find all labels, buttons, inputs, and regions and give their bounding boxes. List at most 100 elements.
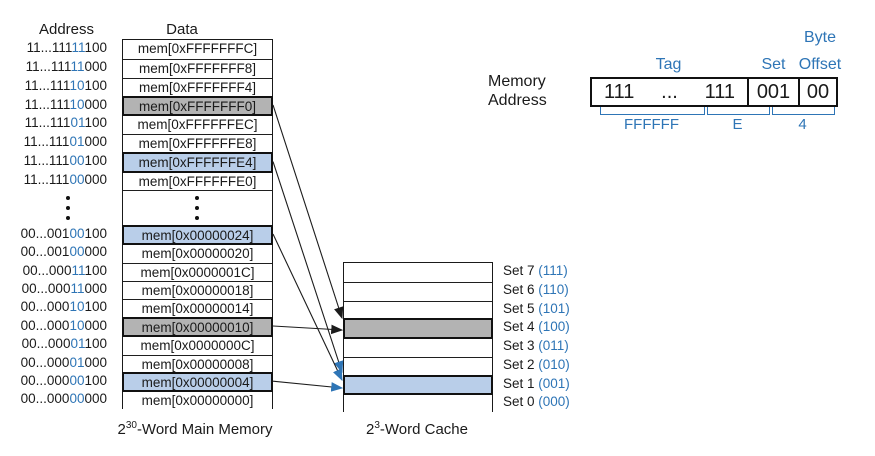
memory-row: mem[0x00000008] xyxy=(123,354,272,373)
memory-address-label-row: 11...11111000 xyxy=(8,58,107,77)
address-tag-bits: 00...001 xyxy=(20,244,70,260)
caption-tail: -Word Main Memory xyxy=(136,421,273,438)
cache-set-label: Set 0 (000) xyxy=(503,393,570,412)
address-offset-bits: 100 xyxy=(84,40,107,55)
tag-bits-left: 111 xyxy=(604,80,635,103)
offset-field: 00 xyxy=(798,79,836,105)
address-tag-bits: 00...000 xyxy=(21,336,71,352)
set-name: Set 6 xyxy=(503,281,539,297)
address-set-bits: 10 xyxy=(69,96,85,112)
memory-address-label-row: 11...11110100 xyxy=(8,77,107,96)
memory-row: mem[0x00000000] xyxy=(123,391,272,410)
address-tag-bits: 11...111 xyxy=(25,58,71,74)
address-set-bits: 11 xyxy=(70,58,85,74)
cache-set-label: Set 5 (101) xyxy=(503,300,570,319)
set-index-bits: (010) xyxy=(538,356,570,372)
vertical-ellipsis-dot xyxy=(195,206,199,210)
memory-address-label-line2: Address xyxy=(488,92,547,109)
memory-row: mem[0x00000018] xyxy=(123,281,272,300)
memory-row: mem[0xFFFFFFF8] xyxy=(123,58,272,78)
vertical-ellipsis-dot xyxy=(195,196,199,200)
tag-bits-right: 111 xyxy=(704,80,735,103)
address-tag-bits: 11...111 xyxy=(24,115,71,131)
address-offset-bits: 000 xyxy=(84,317,107,333)
address-tag-bits: 00...000 xyxy=(20,354,70,370)
address-set-bits: 01 xyxy=(69,354,85,370)
address-tag-bits: 00...000 xyxy=(21,281,71,296)
address-offset-bits: 000 xyxy=(84,58,107,74)
set-name: Set 1 xyxy=(503,375,539,391)
address-set-bits: 00 xyxy=(69,373,85,388)
address-tag-bits: 00...000 xyxy=(20,373,70,388)
memory-address-label-row: 00...00000100 xyxy=(8,372,107,390)
address-tag-bits: 11...111 xyxy=(24,96,70,112)
address-offset-bits: 100 xyxy=(84,225,107,241)
vertical-ellipsis-dot xyxy=(66,206,70,210)
address-tag-bits: 11...111 xyxy=(23,134,70,150)
cache-row xyxy=(344,394,492,413)
address-offset-bits: 100 xyxy=(84,115,107,131)
memory-row: mem[0x0000001C] xyxy=(123,262,272,281)
cache-caption: 23-Word Cache xyxy=(342,420,492,438)
address-column-header: Address xyxy=(38,21,95,38)
memory-address-label: Memory Address xyxy=(488,72,547,110)
address-tag-bits: 11...111 xyxy=(26,40,72,55)
caption-exponent: 3 xyxy=(374,420,380,431)
cache-row xyxy=(344,338,492,357)
address-set-bits: 00 xyxy=(69,153,85,169)
address-offset-bits: 000 xyxy=(84,391,107,407)
address-set-bits: 01 xyxy=(70,336,85,352)
mapping-arrow-blue xyxy=(272,380,344,392)
memory-row: mem[0xFFFFFFFC] xyxy=(123,40,272,59)
address-offset-bits: 000 xyxy=(84,354,107,370)
memory-row: mem[0x00000010] xyxy=(122,316,273,338)
offset-field-label: Offset xyxy=(798,56,842,73)
memory-address-label-row: 00...00100000 xyxy=(8,243,107,261)
memory-address-label-row: 00...00100100 xyxy=(8,225,107,243)
address-tag-bits: 00...000 xyxy=(20,317,70,333)
memory-address-label-row: 00...00001100 xyxy=(8,335,107,353)
data-column-header: Data xyxy=(166,21,198,38)
address-set-bits: 11 xyxy=(71,40,85,55)
memory-address-label-row: 00...00010100 xyxy=(8,298,107,316)
memory-address-label-row: 00...00001000 xyxy=(8,354,107,372)
mapping-arrow-blue xyxy=(272,161,344,374)
set-index-bits: (011) xyxy=(538,338,569,353)
cache-row xyxy=(344,281,492,301)
address-offset-bits: 000 xyxy=(84,244,107,260)
memory-address-label-row: 11...11110000 xyxy=(8,96,107,115)
memory-row: mem[0xFFFFFFF0] xyxy=(122,95,273,117)
memory-row: mem[0x0000000C] xyxy=(123,336,272,355)
cache-row xyxy=(343,318,493,339)
address-offset-bits: 100 xyxy=(84,262,107,278)
memory-row: mem[0xFFFFFFEC] xyxy=(123,115,272,135)
mapping-arrow-black xyxy=(272,104,344,320)
cache-set-label: Set 7 (111) xyxy=(503,262,568,281)
cache-set-label: Set 6 (110) xyxy=(503,281,569,300)
cache-set-label: Set 4 (100) xyxy=(503,318,570,337)
cache-set-label: Set 1 (001) xyxy=(503,375,570,394)
address-offset-bits: 000 xyxy=(84,281,107,296)
cache-set-label: Set 3 (011) xyxy=(503,337,569,356)
set-name: Set 3 xyxy=(503,338,539,353)
cache-row xyxy=(344,263,492,282)
vertical-ellipsis-dot xyxy=(195,216,199,220)
address-offset-bits: 000 xyxy=(84,134,107,150)
set-name: Set 2 xyxy=(503,356,539,372)
address-tag-bits: 11...111 xyxy=(23,153,70,169)
set-field-label: Set xyxy=(761,56,786,73)
address-set-bits: 10 xyxy=(69,299,85,315)
set-name: Set 0 xyxy=(503,394,539,410)
hex-bracket-e xyxy=(707,107,770,115)
address-set-bits: 00 xyxy=(69,171,85,187)
tag-ellipsis: ... xyxy=(661,80,678,103)
cache-row xyxy=(343,374,493,396)
cache-table xyxy=(343,262,493,413)
set-name: Set 5 xyxy=(503,300,539,316)
address-set-bits: 00 xyxy=(69,225,85,241)
memory-address-label-row: 11...11100000 xyxy=(8,171,107,190)
address-tag-bits: 00...000 xyxy=(22,262,72,278)
memory-address-label-row: 00...00011100 xyxy=(8,262,107,280)
cache-set-label: Set 2 (010) xyxy=(503,356,570,375)
